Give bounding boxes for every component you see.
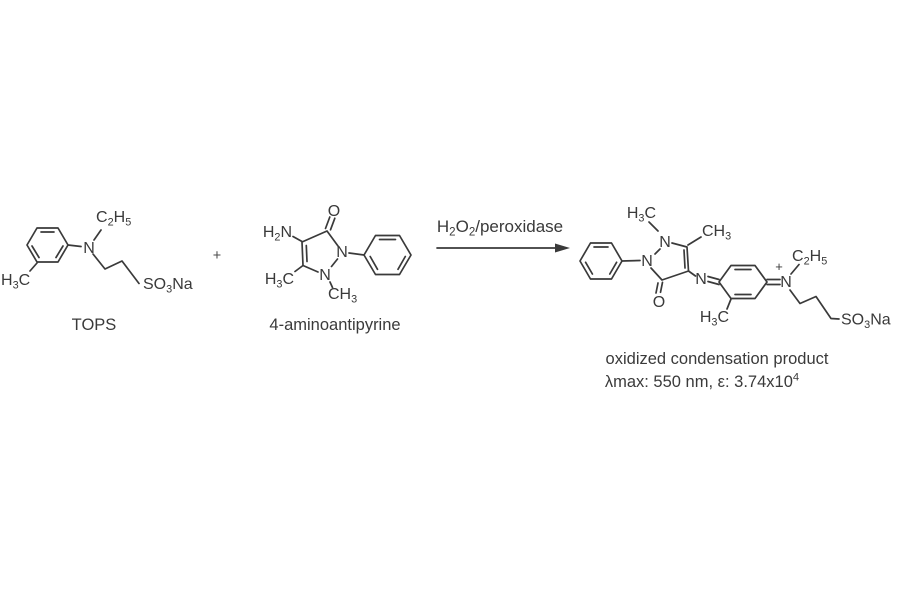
tops-aryl-methyl-label: H3C [1, 272, 30, 292]
arrow-head [555, 243, 570, 253]
aap-phenyl-ring [363, 234, 412, 276]
product-carbonyl-double-bond [655, 281, 664, 294]
tops-benzene-double-bonds [31, 231, 64, 259]
tops-sulfonate-label: SO3Na [143, 276, 193, 296]
aap-n-methyl-label: CH3 [328, 286, 357, 306]
product-side-chain-bonds [726, 263, 840, 320]
aap-amino-label: H2N [263, 224, 292, 244]
product-substituent-bonds [648, 221, 702, 277]
product-positive-charge: + [775, 259, 783, 274]
tops-nitrogen-label: N [83, 240, 95, 257]
plus-sign: + [213, 248, 221, 264]
aap-ring-methyl-label: H3C [265, 271, 294, 291]
product-carbonyl-oxygen-label: O [653, 294, 665, 311]
product-quinoid-ring [718, 264, 768, 300]
aap-n-methyl-nitrogen-label: N [319, 267, 331, 284]
arrow-condition-label: H2O2/peroxidase [437, 217, 563, 239]
product-c4c5-double-bond [683, 249, 686, 269]
product-imine-nitrogen-label: N [695, 271, 707, 288]
product-ethyl-label: C2H5 [792, 248, 827, 268]
aap-carbonyl-oxygen-label: O [328, 203, 340, 220]
aap-c4c5-double-bond [305, 244, 308, 263]
product-n1-label: N [659, 234, 671, 251]
product-imine-double-bond [707, 275, 720, 286]
reactant-4-aminoantipyrine: O H2N H3C N N CH3 4-aminoantipyrine [263, 203, 412, 334]
aap-caption: 4-aminoantipyrine [269, 316, 400, 334]
product-caption-line1: oxidized condensation product [606, 350, 829, 368]
product-quinoid-double-bonds [734, 268, 752, 296]
tops-ethyl-label: C2H5 [96, 209, 131, 229]
product-phenyl-double-bonds [584, 246, 618, 275]
product-n-methyl-top-label: H3C [627, 205, 656, 225]
product-iminium-double-bond [766, 278, 781, 286]
product-caption-line2: λmax: 550 nm, ε: 3.74x104 [605, 372, 799, 392]
product-n2-label: N [641, 253, 653, 270]
aap-n-phenyl-label: N [336, 244, 348, 261]
reaction-arrow: H2O2/peroxidase [436, 217, 570, 253]
product-quinoid-methyl-label: H3C [700, 309, 729, 329]
product-pyrazolone-ring [621, 242, 690, 281]
product-phenyl-ring [579, 242, 623, 280]
aap-phenyl-double-bonds [369, 238, 407, 271]
aap-pyrazolone-ring [301, 230, 339, 273]
product-iminium-nitrogen-label: N [780, 274, 792, 291]
product-sulfonate-label: SO3Na [841, 312, 891, 332]
product-c-methyl-label: CH3 [702, 223, 731, 243]
tops-benzene-ring [26, 227, 69, 263]
aap-substituent-bonds [292, 235, 365, 289]
reactant-tops: C2H5 N H3C SO3Na TOPS [1, 209, 193, 334]
tops-bonds [29, 229, 140, 285]
tops-caption: TOPS [72, 316, 117, 334]
aap-carbonyl-double-bond [324, 216, 336, 231]
product-structure: H3C N N CH3 O N H3C + N C2H5 SO3Na oxidi… [579, 205, 891, 392]
